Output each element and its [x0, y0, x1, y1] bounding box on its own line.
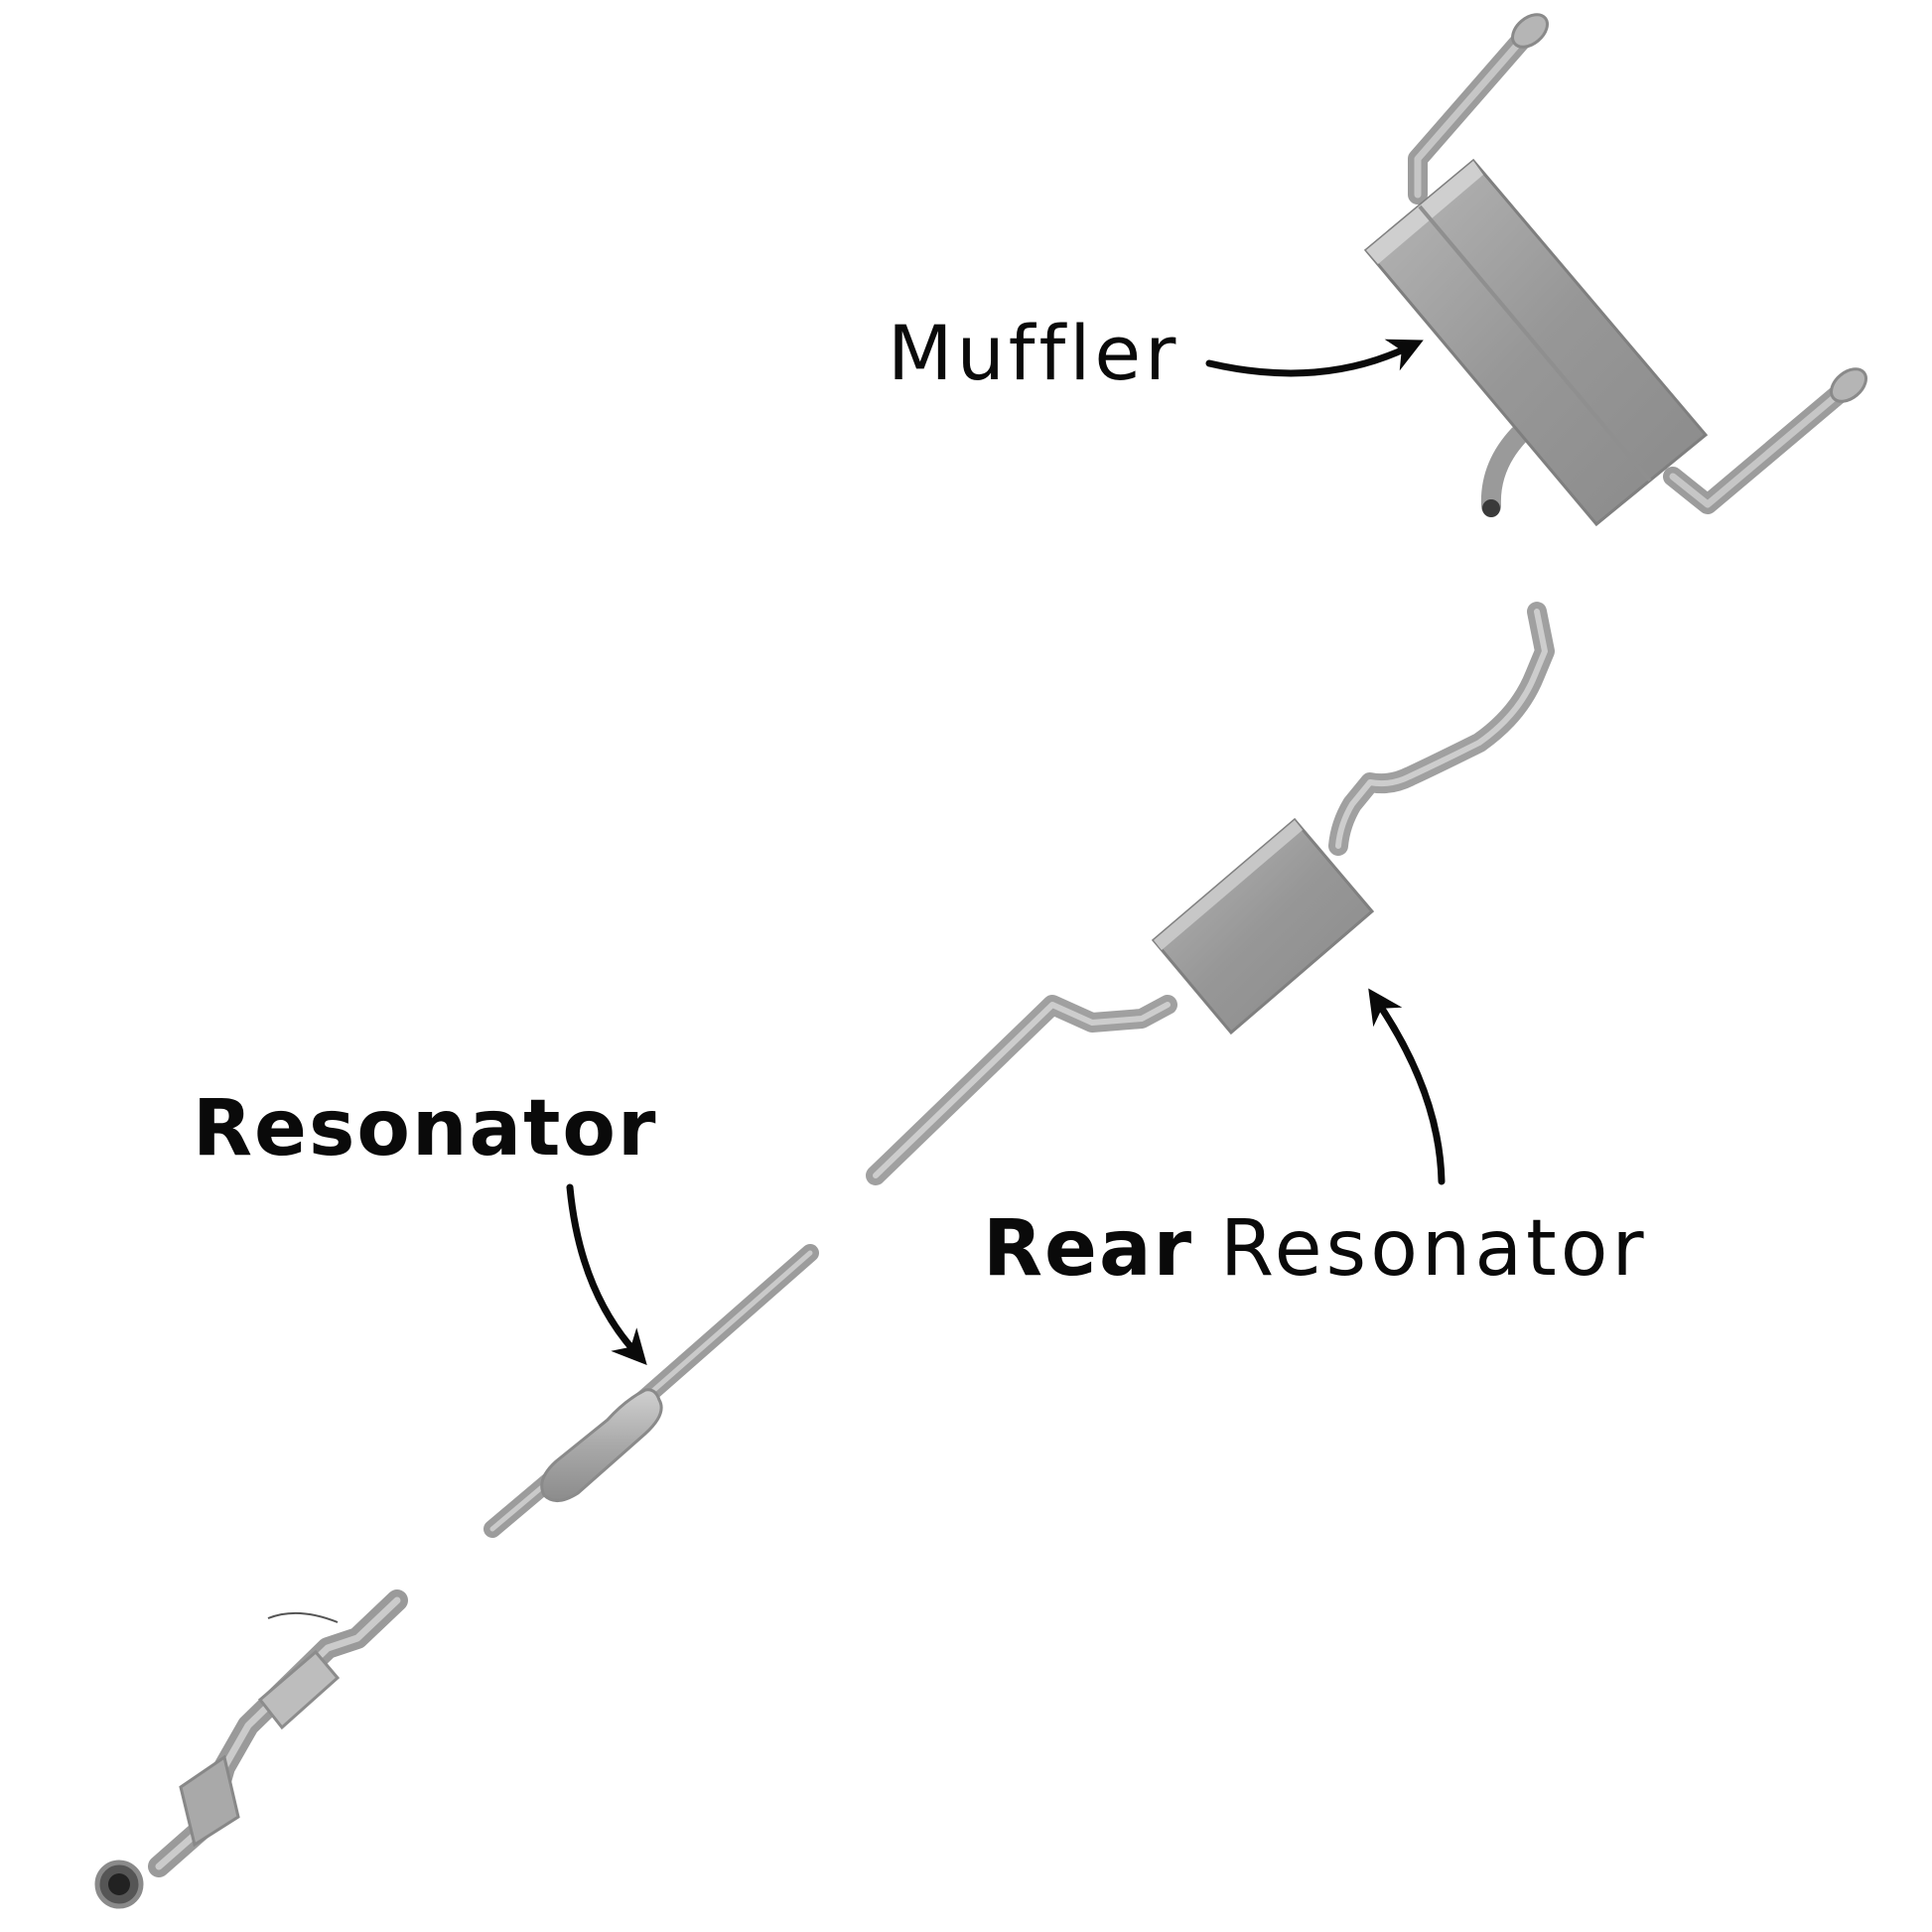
muffler-part: [1363, 13, 1867, 527]
curved-arrow-icon: [566, 1183, 647, 1365]
rear-resonator-label: Rear Resonator: [983, 1210, 1648, 1288]
rear-resonator-label-regular: Resonator: [1219, 1204, 1648, 1294]
rear-resonator-label-bold: Rear: [983, 1204, 1194, 1294]
rear-resonator-part: [866, 602, 1555, 1185]
muffler-label: Muffler: [888, 309, 1180, 397]
curved-arrow-icon: [1368, 988, 1446, 1185]
resonator-part: [483, 1244, 819, 1538]
curved-arrow-icon: [1205, 339, 1424, 377]
resonator-label: Resonator: [193, 1084, 658, 1173]
catalytic-converter-part: [94, 1589, 408, 1909]
